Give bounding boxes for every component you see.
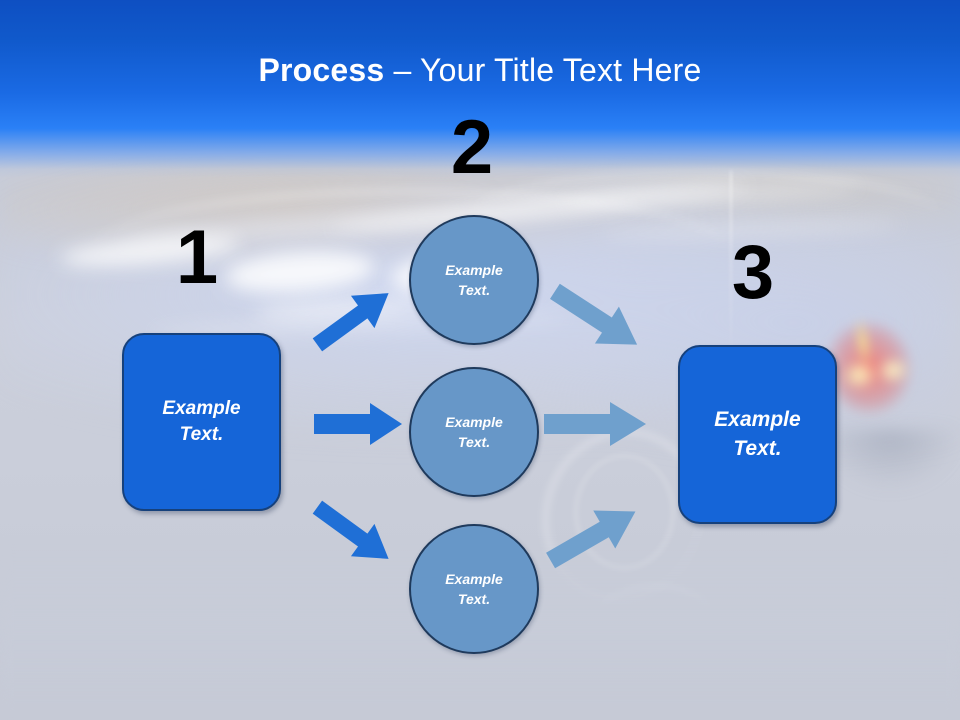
process-circle-middle[interactable]: Example Text. bbox=[409, 367, 539, 497]
process-circle-top[interactable]: Example Text. bbox=[409, 215, 539, 345]
step-number-3: 3 bbox=[731, 230, 775, 315]
process-circle-middle-line1: Example bbox=[445, 413, 503, 430]
process-box-left-line1: Example bbox=[162, 397, 241, 419]
process-circle-top-line2: Text. bbox=[457, 282, 491, 298]
arrow-up-right-icon bbox=[303, 286, 403, 352]
background-door-seam bbox=[730, 170, 732, 350]
background-rear-fender-shadow bbox=[820, 430, 960, 490]
page-title-separator: – bbox=[384, 52, 421, 88]
process-circle-bottom-line1: Example bbox=[445, 570, 503, 587]
step-number-2: 2 bbox=[450, 105, 494, 190]
page-title-bold: Process bbox=[258, 52, 385, 88]
step-number-1: 1 bbox=[175, 215, 219, 300]
process-box-left[interactable]: Example Text. bbox=[122, 333, 281, 511]
process-circle-bottom[interactable]: Example Text. bbox=[409, 524, 539, 654]
background-roofline-highlight bbox=[90, 190, 730, 313]
process-circle-bottom-line2: Text. bbox=[457, 591, 491, 607]
arrow-right-icon bbox=[314, 402, 404, 446]
page-title-rest: Your Title Text Here bbox=[420, 52, 702, 88]
arrow-down-right-icon bbox=[303, 500, 403, 566]
process-circle-middle-line2: Text. bbox=[457, 434, 491, 450]
process-circle-top-text: Example Text. bbox=[445, 260, 503, 301]
process-box-left-text: Example Text. bbox=[162, 396, 240, 448]
process-box-left-line2: Text. bbox=[179, 424, 224, 445]
header-band bbox=[0, 0, 960, 178]
arrow-down-right-icon bbox=[541, 282, 651, 354]
process-circle-top-line1: Example bbox=[445, 261, 503, 278]
process-box-right-text: Example Text. bbox=[714, 406, 800, 464]
process-box-right-line2: Text. bbox=[733, 436, 782, 460]
process-circle-middle-text: Example Text. bbox=[445, 412, 503, 453]
process-box-right[interactable]: Example Text. bbox=[678, 345, 837, 524]
page-title: Process – Your Title Text Here bbox=[0, 52, 960, 89]
process-box-right-line1: Example bbox=[714, 407, 801, 431]
process-circle-bottom-text: Example Text. bbox=[445, 569, 503, 610]
arrow-right-icon bbox=[544, 401, 648, 447]
arrow-up-right-icon bbox=[538, 500, 648, 572]
